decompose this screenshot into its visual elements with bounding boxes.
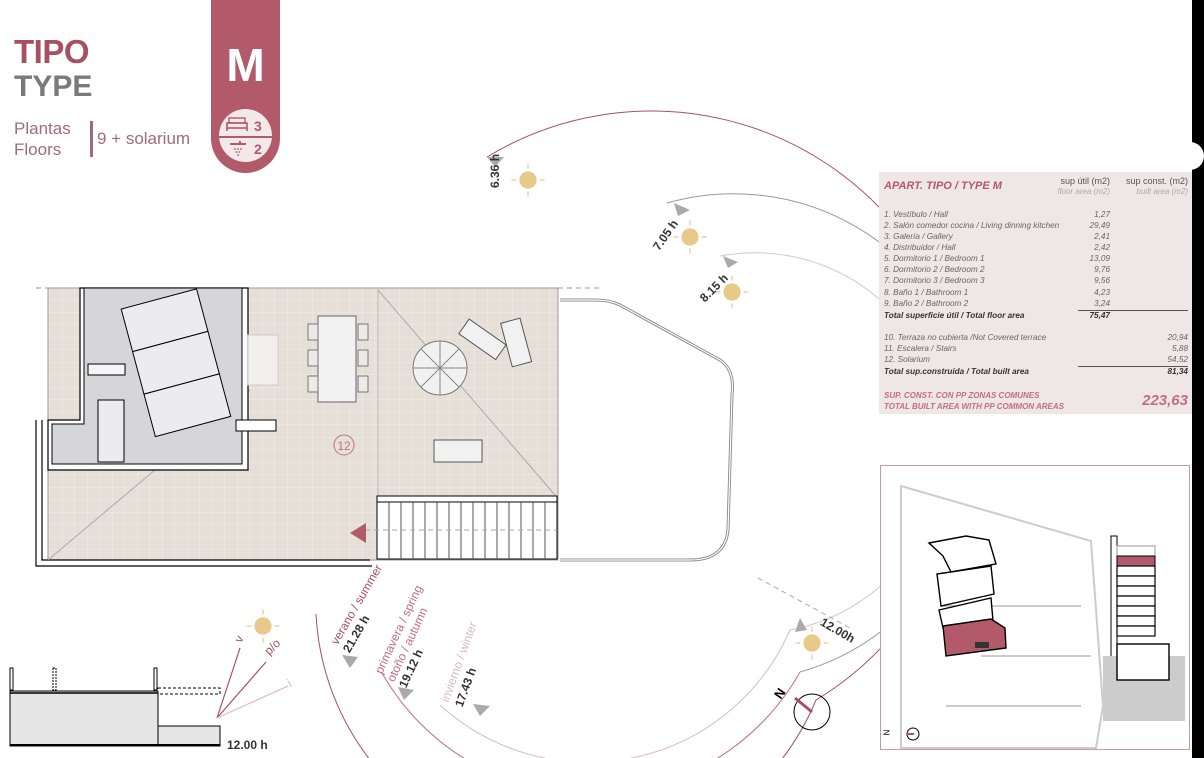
site-plan <box>900 484 1185 749</box>
entry-arrow-icon <box>350 523 366 543</box>
area-table <box>879 172 1192 414</box>
keymap-north-label: N <box>882 729 892 736</box>
bed-icon <box>226 117 248 131</box>
table-row: 2. Salón comedor cocina / Living dinning… <box>884 221 1110 230</box>
title-type: TYPE <box>14 70 93 103</box>
floor-plan: 12 <box>9 110 880 758</box>
floors-value: 9 + solarium <box>97 129 191 148</box>
common-areas-label-es: SUP. CONST. CON PP ZONAS COMUNES <box>884 391 1040 400</box>
title-tipo: TIPO <box>14 33 90 70</box>
divider <box>1078 366 1188 367</box>
col-header-built: sup const. (m2) <box>1125 176 1188 186</box>
table-row: 10. Terraza no cubierta /Not Covered ter… <box>884 333 1188 342</box>
bedroom-count: 3 <box>254 118 262 134</box>
shower-icon <box>230 141 246 156</box>
page-edge <box>1192 0 1204 758</box>
common-areas-total: 223,63 <box>1142 392 1188 409</box>
divider <box>1078 310 1188 311</box>
bathroom-count: 2 <box>254 141 262 157</box>
col-header-floor: sup útil (m2) <box>1060 176 1110 186</box>
type-letter: M <box>226 39 265 91</box>
total-floor-row: Total superficie útil / Total floor area… <box>884 311 1110 320</box>
sun-icon <box>246 163 829 660</box>
key-map <box>880 465 1190 750</box>
sun-time: 6.36 h <box>488 153 502 188</box>
col-subheader-built: built area (m2) <box>1136 187 1188 196</box>
divider <box>219 136 272 138</box>
common-areas-label-en: TOTAL BUILT AREA WITH PP COMMON AREAS <box>884 402 1064 411</box>
divider <box>90 121 93 157</box>
floors-label-en: Floors <box>14 140 62 159</box>
floors-label: Plantas Floors <box>14 118 71 160</box>
section-time: 12.00 h <box>227 738 268 752</box>
col-subheader-floor: floor area (m2) <box>1057 187 1110 196</box>
floors-label-es: Plantas <box>14 119 71 138</box>
svg-text:12: 12 <box>337 439 351 453</box>
page-edge-notch <box>1176 142 1204 170</box>
table-title: APART. TIPO / TYPE M <box>884 180 1002 192</box>
